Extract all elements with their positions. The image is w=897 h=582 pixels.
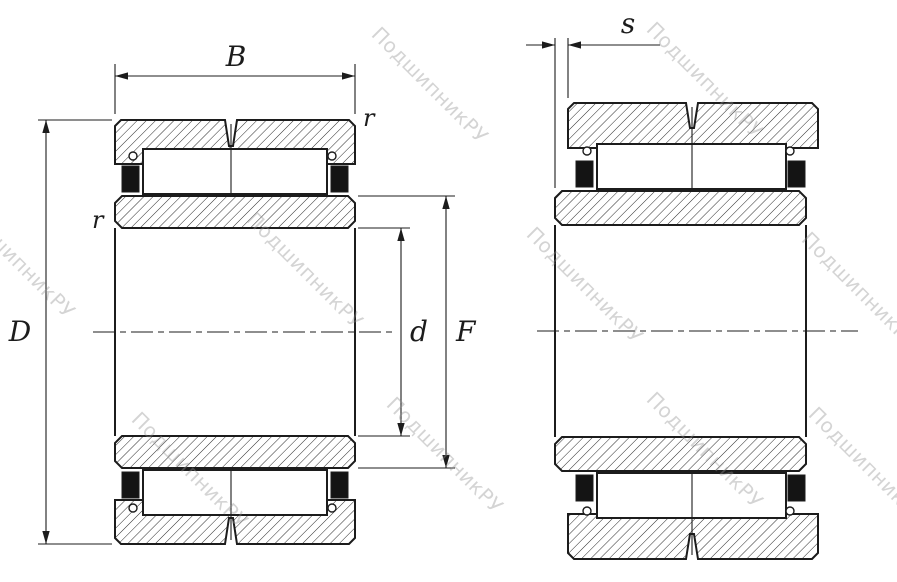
outer-ring-top-section — [567, 102, 819, 149]
roller-end-dot — [327, 151, 337, 161]
inner-ring-top-section — [114, 195, 356, 229]
seal-block — [787, 160, 806, 188]
seal-block — [330, 471, 349, 499]
inner-ring-bottom-section — [114, 435, 356, 469]
seal-block — [121, 471, 140, 499]
watermark-text: ПодшипникРУ — [804, 402, 897, 528]
seal-block — [575, 474, 594, 502]
roller-end-dot — [128, 503, 138, 513]
needle-roller-row-top — [142, 148, 328, 195]
dim-label-d: d — [410, 315, 428, 348]
watermark-text: ПодшипникРУ — [797, 227, 897, 353]
roller-end-dot — [327, 503, 337, 513]
dim-label-B: B — [225, 40, 247, 73]
seal-block — [121, 165, 140, 193]
dim-label-s: s — [621, 7, 635, 40]
dimension-B: B — [114, 40, 356, 114]
dimension-s: s — [526, 7, 660, 188]
seal-block — [575, 160, 594, 188]
chamfer-label-r-left: r — [92, 206, 105, 234]
left-bearing-section-view — [93, 119, 392, 545]
roller-end-dot — [785, 506, 795, 516]
right-bearing-section-view — [537, 102, 858, 560]
inner-ring-bottom-section — [554, 436, 807, 472]
dimension-d: d — [358, 227, 428, 437]
watermark-text: ПодшипникРУ — [367, 22, 493, 148]
roller-end-dot — [128, 151, 138, 161]
needle-roller-row-bottom — [142, 469, 328, 516]
watermark-text: ПодшипникРУ — [382, 392, 508, 518]
roller-end-dot — [582, 146, 592, 156]
roller-end-dot — [785, 146, 795, 156]
roller-end-dot — [582, 506, 592, 516]
watermark-text: ПодшипникРУ — [522, 222, 648, 348]
watermark-text: ПодшипникРУ — [0, 197, 80, 323]
inner-ring-top-section — [554, 190, 807, 226]
dim-label-F: F — [455, 315, 477, 348]
dimension-F: F — [358, 195, 477, 469]
dim-label-D: D — [8, 315, 31, 348]
outer-ring-bottom-section — [567, 513, 819, 560]
seal-block — [787, 474, 806, 502]
dimension-D: D — [8, 119, 112, 545]
chamfer-label-r-top: r — [363, 104, 376, 132]
seal-block — [330, 165, 349, 193]
